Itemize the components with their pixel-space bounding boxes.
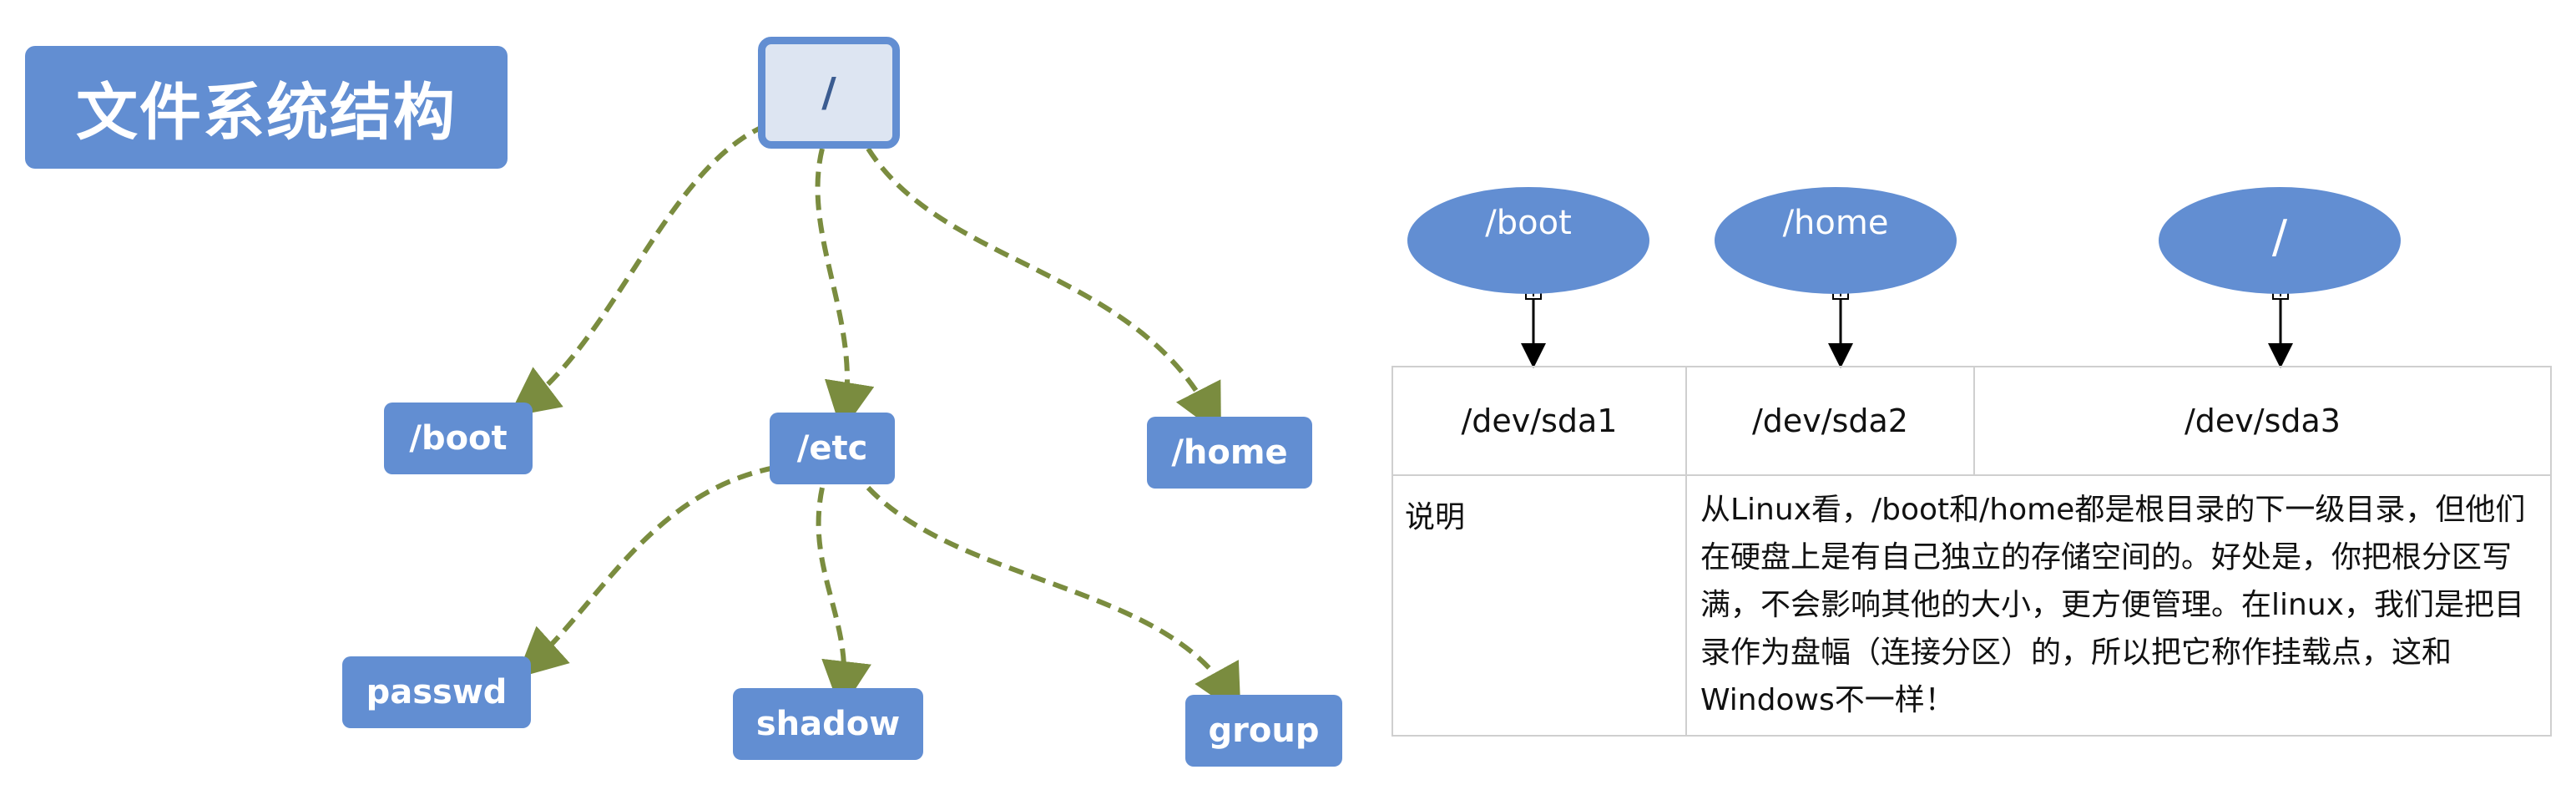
description-row: 说明 从Linux看，/boot和/home都是根目录的下一级目录，但他们在硬盘… (1392, 474, 2552, 737)
partition-table: /dev/sda1 /dev/sda2 /dev/sda3 说明 从Linux看… (1392, 366, 2552, 737)
tree-node-boot: /boot (384, 403, 533, 474)
tree-node-label: passwd (366, 673, 508, 711)
mount-point-root: / (2159, 187, 2401, 294)
description-text: 从Linux看，/boot和/home都是根目录的下一级目录，但他们在硬盘上是有… (1685, 474, 2552, 737)
tree-root-node: / (758, 37, 900, 149)
device-row: /dev/sda1 /dev/sda2 /dev/sda3 (1392, 366, 2552, 476)
tree-node-etc: /etc (770, 413, 895, 484)
connector-etc-passwd (516, 465, 775, 679)
tree-node-home: /home (1147, 417, 1312, 489)
mount-point-home: /home (1715, 187, 1957, 294)
mount-point-label: /home (1782, 204, 1889, 242)
device-cell-sda1: /dev/sda1 (1392, 366, 1687, 476)
tree-node-label: shadow (755, 705, 901, 743)
description-label: 说明 (1392, 474, 1687, 737)
mount-point-label: /boot (1485, 204, 1572, 242)
mount-point-label: / (2271, 210, 2288, 263)
tree-node-label: /etc (796, 429, 868, 468)
connector-etc-group (866, 485, 1241, 716)
tree-root-label: / (821, 69, 836, 116)
connector-root-etc (815, 148, 875, 433)
tree-node-passwd: passwd (342, 656, 531, 728)
device-cell-sda3: /dev/sda3 (1973, 366, 2552, 476)
connector-root-home (866, 147, 1221, 436)
connector-etc-shadow (816, 487, 871, 711)
title-box: 文件系统结构 (25, 46, 508, 169)
tree-node-shadow: shadow (733, 688, 923, 760)
connector-root-boot (508, 123, 768, 418)
tree-node-label: group (1208, 711, 1320, 750)
tree-node-label: /boot (409, 419, 508, 458)
tree-node-group: group (1185, 695, 1342, 767)
device-cell-sda2: /dev/sda2 (1685, 366, 1975, 476)
page-title: 文件系统结构 (76, 77, 457, 149)
mount-point-boot: /boot (1407, 187, 1649, 294)
tree-node-label: /home (1171, 433, 1288, 472)
